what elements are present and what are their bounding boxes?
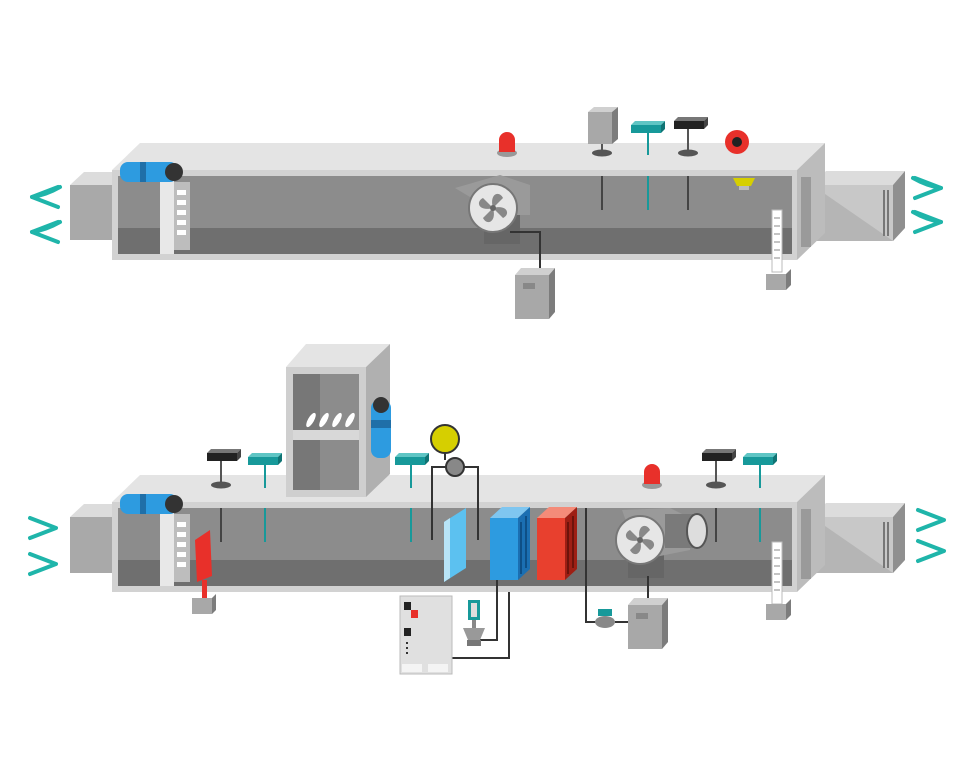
- filter-icon: [444, 508, 466, 582]
- fan-icon: [455, 175, 530, 244]
- valve-icon: [595, 609, 628, 628]
- heat-recovery-box: [286, 344, 390, 497]
- airflow-arrow-icon: [28, 516, 58, 540]
- damper: [160, 512, 190, 586]
- damper-actuator-icon: [371, 397, 391, 458]
- inlet-duct: [70, 504, 118, 573]
- exhaust-unit: [30, 107, 943, 319]
- outlet-duct: [70, 172, 118, 240]
- control-panel-icon: [399, 595, 453, 675]
- humidity-sensor-icon: [702, 449, 736, 542]
- alarm-beacon-icon: [642, 464, 662, 489]
- airflow-arrow-icon: [911, 210, 943, 234]
- cooling-coil-icon: [490, 507, 530, 580]
- temperature-sensor-icon: [248, 453, 282, 542]
- manometer-icon: [766, 541, 791, 620]
- humidity-sensor-icon: [207, 449, 241, 542]
- heater-icon: [537, 507, 577, 580]
- fan-icon: [615, 508, 708, 578]
- airflow-arrow-icon: [916, 508, 946, 532]
- supply-unit: [28, 344, 946, 675]
- valve-icon: [463, 600, 485, 646]
- motor-control-box: [515, 268, 555, 319]
- outlet-duct: [812, 503, 905, 573]
- damper-actuator-icon: [120, 162, 183, 182]
- motor-control-box: [628, 598, 668, 649]
- airflow-arrow-icon: [30, 185, 62, 209]
- airflow-arrow-icon: [30, 220, 62, 244]
- damper-actuator-icon: [120, 494, 183, 514]
- damper: [160, 180, 190, 254]
- alarm-beacon-icon: [497, 132, 517, 157]
- temperature-sensor-icon: [395, 453, 429, 542]
- duct-top: [112, 475, 825, 502]
- airflow-arrow-icon: [28, 552, 58, 576]
- manometer-icon: [766, 209, 791, 290]
- humidity-sensor-icon: [674, 117, 708, 210]
- frost-thermostat-icon: [192, 530, 216, 614]
- airflow-arrow-icon: [911, 176, 943, 200]
- temperature-sensor-icon: [743, 453, 777, 542]
- duct-top: [112, 143, 825, 170]
- inlet-duct: [812, 171, 905, 241]
- sensor-icon: [588, 107, 618, 210]
- airflow-arrow-icon: [916, 539, 946, 563]
- temperature-sensor-icon: [631, 121, 665, 210]
- pressure-gauge-icon: [430, 424, 479, 540]
- smoke-detector-icon: [725, 130, 755, 190]
